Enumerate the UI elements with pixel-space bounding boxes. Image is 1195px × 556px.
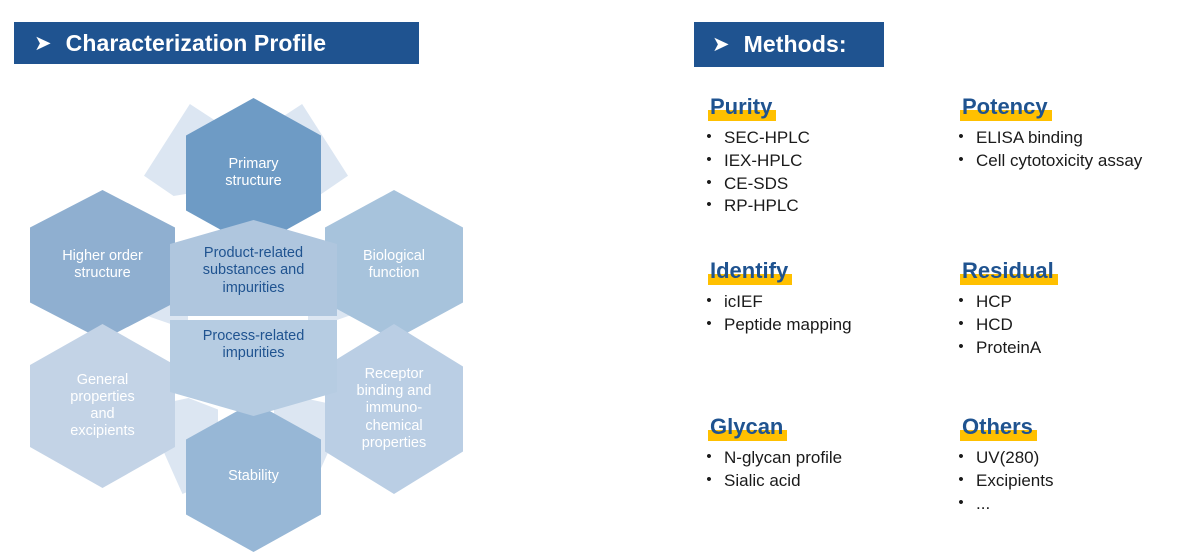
bullet-icon: • <box>706 292 712 309</box>
method-list-identify: •icIEF •Peptide mapping <box>694 291 932 336</box>
method-category-purity: Purity •SEC-HPLC •IEX-HPLC •CE-SDS •RP-H… <box>694 96 932 218</box>
list-item: •Peptide mapping <box>694 314 932 336</box>
method-list-potency: •ELISA binding •Cell cytotoxicity assay <box>946 127 1184 172</box>
method-heading-residual: Residual <box>960 260 1058 285</box>
method-category-potency: Potency •ELISA binding •Cell cytotoxicit… <box>946 96 1184 173</box>
method-heading-others: Others <box>960 416 1037 441</box>
method-heading-glycan: Glycan <box>708 416 788 441</box>
list-item: •HCD <box>946 314 1184 336</box>
bullet-icon: • <box>958 292 964 309</box>
method-list-others: •UV(280) •Excipients •... <box>946 447 1184 514</box>
methods-title: Methods: <box>743 31 847 57</box>
arrow-bullet-icon: ➤ <box>712 32 730 56</box>
highlight-bar <box>708 274 793 285</box>
hexagon-stability-label: Stability <box>228 468 279 485</box>
bullet-icon: • <box>958 150 964 168</box>
list-item: •... <box>946 493 1184 515</box>
methods-grid: Purity •SEC-HPLC •IEX-HPLC •CE-SDS •RP-H… <box>694 96 1184 551</box>
bullet-icon: • <box>706 448 712 465</box>
method-list-glycan: •N-glycan profile •Sialic acid <box>694 447 932 492</box>
method-heading-identify: Identify <box>708 260 793 285</box>
list-item: •Excipients <box>946 470 1184 492</box>
list-item: •icIEF <box>694 291 932 313</box>
bullet-icon: • <box>958 128 964 145</box>
bullet-icon: • <box>706 196 712 214</box>
method-category-glycan: Glycan •N-glycan profile •Sialic acid <box>694 416 932 493</box>
highlight-bar <box>960 110 1052 121</box>
bullet-icon: • <box>706 173 712 191</box>
method-list-residual: •HCP •HCD •ProteinA <box>946 291 1184 358</box>
bullet-icon: • <box>706 314 712 332</box>
method-category-residual: Residual •HCP •HCD •ProteinA <box>946 260 1184 359</box>
method-category-identify: Identify •icIEF •Peptide mapping <box>694 260 932 337</box>
highlight-bar <box>960 274 1058 285</box>
list-item: •ELISA binding <box>946 127 1184 149</box>
hexagon-stability[interactable]: Stability <box>186 402 321 552</box>
bullet-icon: • <box>958 314 964 332</box>
method-category-others: Others •UV(280) •Excipients •... <box>946 416 1184 515</box>
characterization-profile-header: ➤ Characterization Profile <box>14 22 419 64</box>
list-item: •UV(280) <box>946 447 1184 469</box>
arrow-bullet-icon: ➤ <box>34 30 52 55</box>
list-item: •RP-HPLC <box>694 195 932 217</box>
bullet-icon: • <box>706 470 712 488</box>
bullet-icon: • <box>706 128 712 145</box>
bullet-icon: • <box>706 150 712 168</box>
method-heading-purity: Purity <box>708 96 777 121</box>
bullet-icon: • <box>958 493 964 511</box>
method-heading-potency: Potency <box>960 96 1052 121</box>
methods-header: ➤ Methods: <box>694 22 884 67</box>
list-item: •Sialic acid <box>694 470 932 492</box>
highlight-bar <box>960 430 1037 441</box>
page-title: Characterization Profile <box>65 29 327 56</box>
list-item: •SEC-HPLC <box>694 127 932 149</box>
bullet-icon: • <box>958 337 964 355</box>
list-item: •HCP <box>946 291 1184 313</box>
list-item: •IEX-HPLC <box>694 150 932 172</box>
bullet-icon: • <box>958 470 964 488</box>
list-item: •Cell cytotoxicity assay <box>946 150 1184 172</box>
method-list-purity: •SEC-HPLC •IEX-HPLC •CE-SDS •RP-HPLC <box>694 127 932 217</box>
list-item: •N-glycan profile <box>694 447 932 469</box>
list-item: •ProteinA <box>946 337 1184 359</box>
list-item: •CE-SDS <box>694 173 932 195</box>
highlight-bar <box>708 110 777 121</box>
highlight-bar <box>708 430 788 441</box>
bullet-icon: • <box>958 448 964 465</box>
